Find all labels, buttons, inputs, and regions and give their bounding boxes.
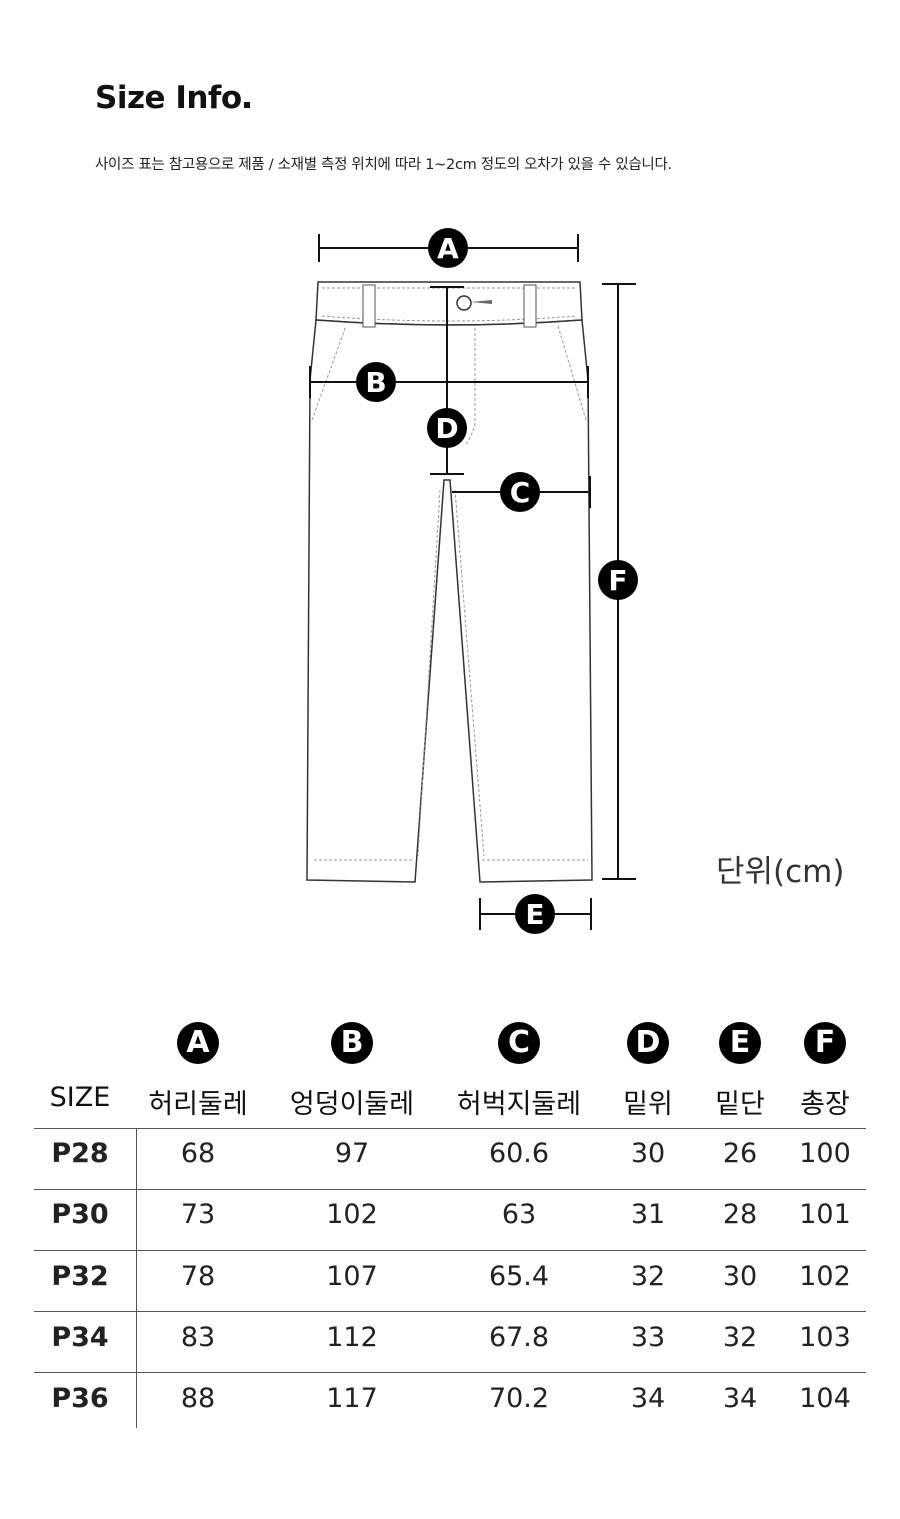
size-note: 사이즈 표는 참고용으로 제품 / 소재별 측정 위치에 따라 1~2cm 정도… (95, 157, 672, 173)
size-cell: P32 (51, 1261, 109, 1292)
value-cell: 73 (180, 1199, 216, 1230)
value-cell: 101 (799, 1199, 851, 1230)
column-badge-b: B (331, 1022, 373, 1064)
label-e: E (515, 894, 555, 934)
label-d: D (427, 408, 467, 448)
unit-label: 단위(cm) (716, 854, 845, 890)
title-dot (243, 102, 250, 108)
value-cell: 88 (180, 1383, 216, 1414)
label-a: A (428, 228, 468, 268)
value-cell: 30 (722, 1261, 758, 1292)
value-cell: 83 (180, 1322, 216, 1353)
page-title: Size Info (95, 80, 250, 116)
value-cell: 60.6 (488, 1138, 550, 1169)
pants-diagram: A B C D E F (306, 228, 638, 934)
size-cell: P28 (51, 1138, 109, 1169)
value-cell: 102 (799, 1261, 851, 1292)
label-f: F (598, 560, 638, 600)
value-cell: 26 (722, 1138, 758, 1169)
value-cell: 102 (326, 1199, 378, 1230)
value-cell: 32 (630, 1261, 666, 1292)
svg-text:A: A (437, 232, 459, 265)
value-cell: 112 (326, 1322, 378, 1353)
size-cell: P34 (51, 1322, 109, 1353)
value-cell: 68 (180, 1138, 216, 1169)
pants-outline (306, 281, 593, 883)
row-divider (34, 1128, 866, 1129)
column-badge-d: D (627, 1022, 669, 1064)
value-cell: 117 (326, 1383, 378, 1414)
value-cell: 97 (334, 1138, 370, 1169)
column-badge-a: A (177, 1022, 219, 1064)
column-divider (136, 1128, 137, 1428)
belt-loops (362, 284, 537, 328)
column-badge-e: E (719, 1022, 761, 1064)
size-header: SIZE (49, 1082, 111, 1113)
label-c: C (500, 472, 540, 512)
value-cell: 31 (630, 1199, 666, 1230)
value-cell: 63 (501, 1199, 537, 1230)
value-cell: 28 (722, 1199, 758, 1230)
column-header: 허리둘레 (148, 1089, 248, 1120)
row-divider (34, 1372, 866, 1373)
value-cell: 70.2 (488, 1383, 550, 1414)
value-cell: 30 (630, 1138, 666, 1169)
value-cell: 67.8 (488, 1322, 550, 1353)
column-header: 허벅지둘레 (456, 1089, 582, 1120)
title-text: Size Info (95, 80, 242, 116)
value-cell: 100 (799, 1138, 851, 1169)
svg-text:F: F (608, 564, 627, 597)
button-icon (456, 295, 492, 311)
value-cell: 103 (799, 1322, 851, 1353)
value-cell: 34 (722, 1383, 758, 1414)
row-divider (34, 1250, 866, 1251)
column-header: 밑위 (623, 1089, 673, 1120)
value-cell: 34 (630, 1383, 666, 1414)
row-divider (34, 1189, 866, 1190)
value-cell: 107 (326, 1261, 378, 1292)
label-b: B (356, 362, 396, 402)
value-cell: 65.4 (488, 1261, 550, 1292)
size-cell: P36 (51, 1383, 109, 1414)
column-header: 총장 (800, 1089, 850, 1120)
svg-text:C: C (510, 476, 531, 509)
value-cell: 104 (799, 1383, 851, 1414)
svg-text:E: E (525, 898, 544, 931)
column-header: 밑단 (715, 1089, 765, 1120)
value-cell: 33 (630, 1322, 666, 1353)
value-cell: 78 (180, 1261, 216, 1292)
size-cell: P30 (51, 1199, 109, 1230)
value-cell: 32 (722, 1322, 758, 1353)
svg-text:B: B (365, 366, 386, 399)
row-divider (34, 1311, 866, 1312)
column-header: 엉덩이둘레 (289, 1089, 415, 1120)
svg-text:D: D (435, 412, 458, 445)
column-badge-f: F (804, 1022, 846, 1064)
column-badge-c: C (498, 1022, 540, 1064)
